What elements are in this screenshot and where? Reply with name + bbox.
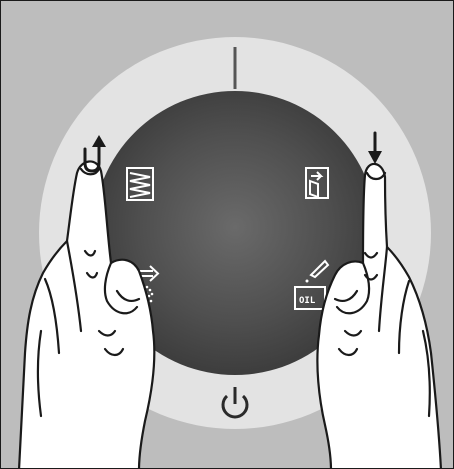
arrow-down-icon [368, 131, 382, 164]
door-exit-icon[interactable] [305, 167, 329, 199]
oil-label: OIL [299, 296, 316, 306]
arrow-up-icon [83, 135, 106, 173]
dial[interactable] [93, 91, 377, 375]
power-icon[interactable] [221, 387, 249, 419]
right-hand [316, 162, 442, 468]
left-hand [18, 160, 156, 468]
radiator-icon[interactable] [126, 167, 154, 201]
